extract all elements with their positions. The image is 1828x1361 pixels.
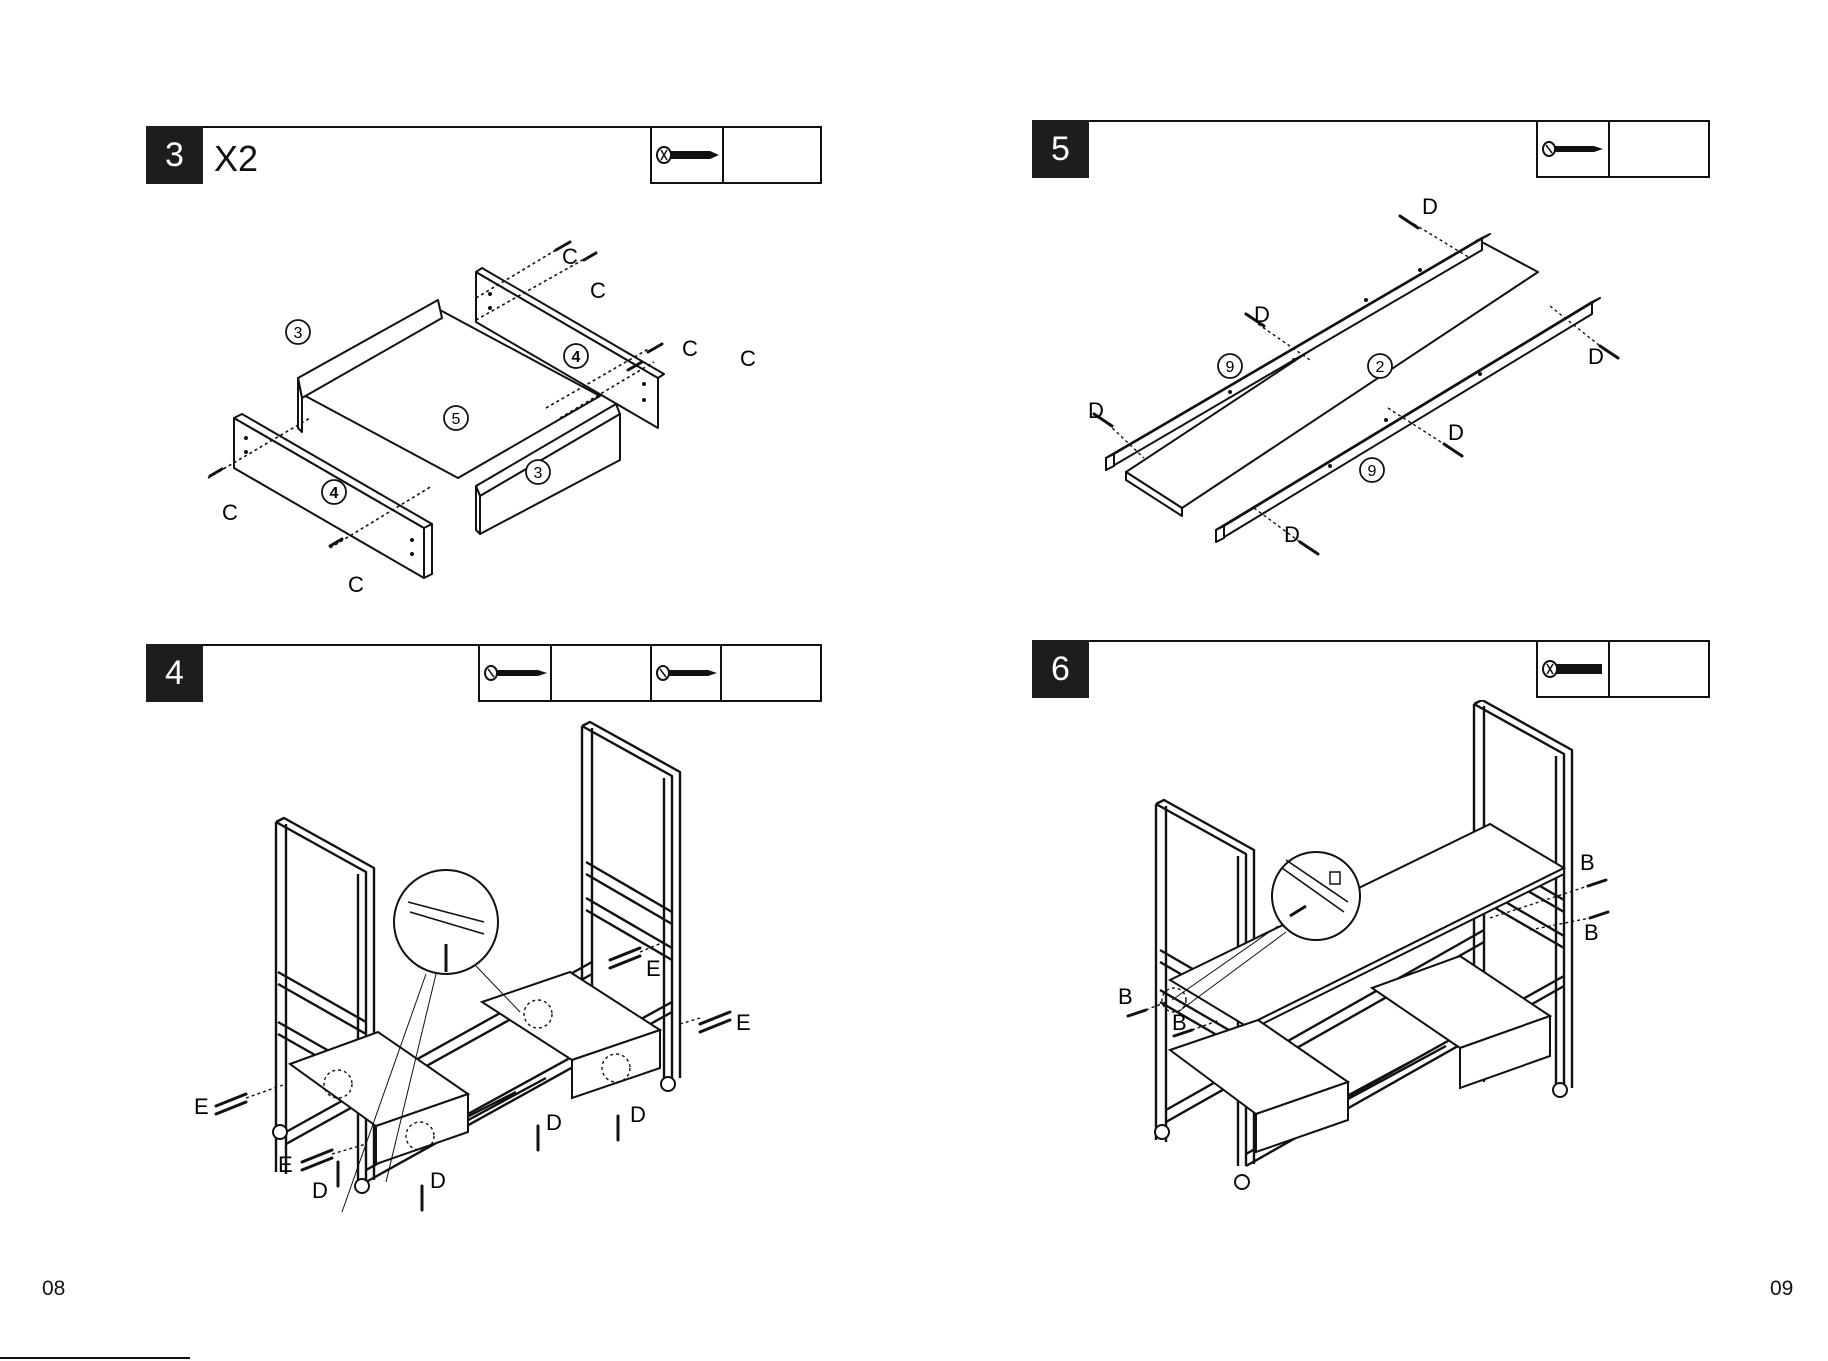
screw-b-icon: [1542, 659, 1606, 679]
label-b: B: [1584, 920, 1599, 945]
part-3-left: 3: [294, 325, 303, 342]
step-number: 6: [1032, 640, 1089, 698]
label-b: B: [1172, 1010, 1187, 1035]
label-e: E: [278, 1152, 293, 1177]
label-d: D: [1284, 522, 1300, 547]
step-4-frame-diagram: E E E E D D D D: [186, 712, 766, 1212]
label-d: D: [1088, 398, 1104, 423]
label-d: D: [630, 1102, 646, 1127]
caster: [1155, 1125, 1169, 1139]
caster: [1235, 1175, 1249, 1189]
screw-e-icon: [484, 663, 548, 683]
label-e: E: [194, 1094, 209, 1119]
step-5-shelf-diagram: 9 2 9 D D D D D D: [1070, 196, 1650, 566]
page-number-left: 08: [42, 1277, 65, 1301]
caster: [273, 1125, 287, 1139]
label-d: D: [430, 1168, 446, 1193]
hardware-qty-cell: [1610, 122, 1708, 176]
part-9-upper: 9: [1226, 359, 1235, 376]
part-5-bottom: 5: [452, 411, 461, 428]
step-quantity: X2: [214, 138, 258, 180]
label-e: E: [646, 956, 661, 981]
hardware-box: [1536, 120, 1710, 178]
label-d: D: [546, 1110, 562, 1135]
step-3-drawer-diagram: 3 4 5 3 4 C C C C C C: [180, 228, 780, 618]
detail-magnifier: [1272, 852, 1360, 940]
caster: [355, 1179, 369, 1193]
hardware-icon-cell: [1538, 122, 1610, 176]
step-6-assembly-diagram: B B B B: [1110, 700, 1670, 1200]
hardware-box: [478, 644, 822, 702]
part-3-right: 3: [534, 465, 543, 482]
label-d: D: [1448, 420, 1464, 445]
label-c: C: [222, 500, 238, 525]
part-4-front: 4: [330, 485, 339, 502]
label-d: D: [1254, 302, 1270, 327]
hardware-icon-cell: [480, 646, 552, 700]
hardware-qty-cell: [1610, 642, 1708, 696]
caster: [1553, 1083, 1567, 1097]
step-number: 5: [1032, 120, 1089, 178]
label-c: C: [590, 278, 606, 303]
hardware-icon-cell: [652, 646, 722, 700]
hardware-box: [650, 126, 822, 184]
label-d: D: [1422, 196, 1438, 219]
label-c: C: [740, 346, 756, 371]
part-2-shelf: 2: [1376, 359, 1385, 376]
hardware-icon-cell: [1538, 642, 1610, 696]
caster: [661, 1077, 675, 1091]
step-number: 4: [146, 644, 203, 702]
step-number: 3: [146, 126, 203, 184]
label-d: D: [312, 1178, 328, 1203]
page-number-right: 09: [1770, 1277, 1793, 1301]
hardware-qty-cell: [724, 128, 820, 182]
label-d: D: [1588, 344, 1604, 369]
label-c: C: [348, 572, 364, 597]
screw-d-icon: [656, 663, 720, 683]
label-e: E: [736, 1010, 751, 1035]
label-c: C: [562, 244, 578, 269]
hardware-qty-cell: [552, 646, 652, 700]
label-b: B: [1580, 850, 1595, 875]
label-c: C: [682, 336, 698, 361]
label-b: B: [1118, 984, 1133, 1009]
hardware-icon-cell: [652, 128, 724, 182]
screw-d-icon: [1542, 139, 1606, 159]
part-4-back: 4: [572, 349, 581, 366]
hardware-box: [1536, 640, 1710, 698]
screw-c-icon: [656, 145, 720, 165]
hardware-qty-cell: [722, 646, 820, 700]
footer-rule: [0, 1357, 190, 1359]
part-9-lower: 9: [1368, 463, 1377, 480]
